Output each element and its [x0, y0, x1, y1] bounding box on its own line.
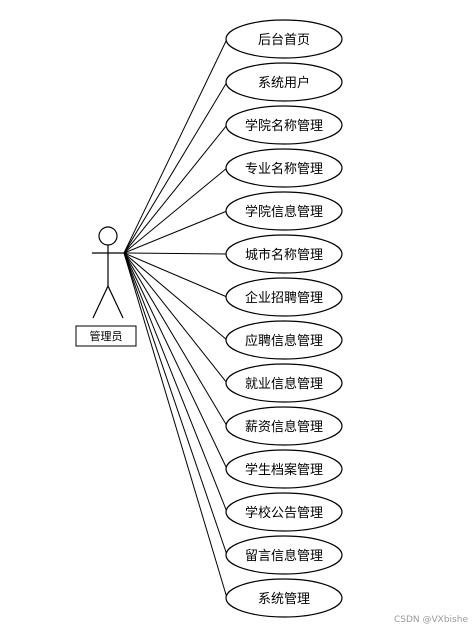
use-case-label: 应聘信息管理	[245, 333, 323, 349]
association-line	[123, 252, 228, 384]
association-line	[123, 252, 228, 298]
use-case: 企业招聘管理	[225, 277, 343, 317]
use-case-ellipse	[225, 363, 343, 403]
use-case-label: 学院名称管理	[245, 118, 323, 134]
actor-head	[98, 226, 118, 246]
use-case-label: 学校公告管理	[245, 505, 323, 521]
use-case-label: 学院信息管理	[245, 204, 323, 220]
association-line	[123, 252, 228, 556]
use-case-ellipse	[225, 19, 343, 59]
use-case: 学生档案管理	[225, 449, 343, 489]
use-case-label: 城市名称管理	[245, 247, 323, 263]
association-line	[123, 252, 228, 427]
actor-right-leg	[107, 285, 124, 319]
use-case: 应聘信息管理	[225, 320, 343, 360]
use-case-ellipse	[225, 234, 343, 274]
use-case-ellipse	[225, 449, 343, 489]
use-case-ellipse	[225, 320, 343, 360]
use-case-ellipse	[225, 62, 343, 102]
use-case: 系统用户	[225, 62, 343, 102]
use-case: 系统管理	[225, 578, 343, 618]
use-case: 薪资信息管理	[225, 406, 343, 446]
association-line	[123, 167, 228, 254]
use-case-label: 留言信息管理	[245, 548, 323, 564]
use-case: 留言信息管理	[225, 535, 343, 575]
use-case-label: 薪资信息管理	[245, 419, 323, 435]
actor-label-box	[75, 325, 137, 347]
use-case-ellipse	[225, 277, 343, 317]
use-case: 专业名称管理	[225, 148, 343, 188]
use-case: 后台首页	[225, 19, 343, 59]
use-case-label: 专业名称管理	[245, 161, 323, 177]
use-case-label: 系统用户	[258, 75, 310, 91]
association-line	[123, 252, 228, 513]
use-case-ellipse	[225, 578, 343, 618]
use-case-label: 后台首页	[258, 33, 310, 48]
use-case: 学院信息管理	[225, 191, 343, 231]
association-line	[123, 210, 228, 254]
association-line	[123, 252, 228, 341]
use-case-ellipse	[225, 148, 343, 188]
association-line	[123, 38, 228, 254]
use-case-ellipse	[225, 105, 343, 145]
association-line	[123, 252, 228, 255]
use-case-list: 后台首页系统用户学院名称管理专业名称管理学院信息管理城市名称管理企业招聘管理应聘…	[225, 19, 343, 618]
use-case-label: 企业招聘管理	[245, 290, 323, 306]
use-case: 学院名称管理	[225, 105, 343, 145]
association-line	[123, 81, 228, 254]
actor-left-leg	[92, 285, 109, 319]
association-line	[123, 124, 228, 254]
association-line	[123, 252, 228, 599]
use-case-ellipse	[225, 492, 343, 532]
watermark: CSDN @VXbishe	[394, 615, 468, 625]
use-case-ellipse	[225, 191, 343, 231]
use-case-label: 学生档案管理	[245, 462, 323, 478]
association-line	[123, 252, 228, 470]
use-case-ellipse	[225, 535, 343, 575]
actor-figure: 管理员	[75, 226, 137, 347]
use-case: 学校公告管理	[225, 492, 343, 532]
use-case: 就业信息管理	[225, 363, 343, 403]
association-lines	[123, 38, 228, 599]
use-case: 城市名称管理	[225, 234, 343, 274]
actor-label: 管理员	[90, 329, 123, 343]
use-case-ellipse	[225, 406, 343, 446]
use-case-label: 系统管理	[258, 592, 310, 607]
use-case-label: 就业信息管理	[245, 376, 323, 392]
